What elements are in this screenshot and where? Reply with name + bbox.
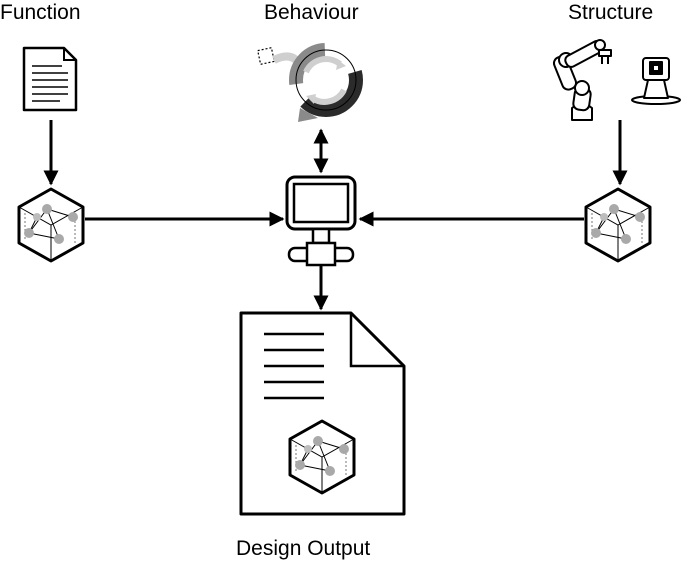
structure-cube-graph-icon: [584, 187, 652, 263]
structure-label: Structure: [568, 1, 654, 24]
computer-icon: [285, 175, 357, 267]
function-cube-graph-icon: [17, 187, 85, 263]
design-output-label: Design Output: [236, 537, 371, 560]
behaviour-label: Behaviour: [264, 1, 359, 24]
function-label: Function: [0, 1, 81, 24]
function-document-icon: [22, 46, 78, 112]
behaviour-cycle-icon: [256, 43, 363, 122]
structure-robot-arm-icon: [552, 39, 612, 121]
structure-gripper-icon: [631, 57, 681, 105]
design-output-document-icon: [239, 311, 406, 516]
